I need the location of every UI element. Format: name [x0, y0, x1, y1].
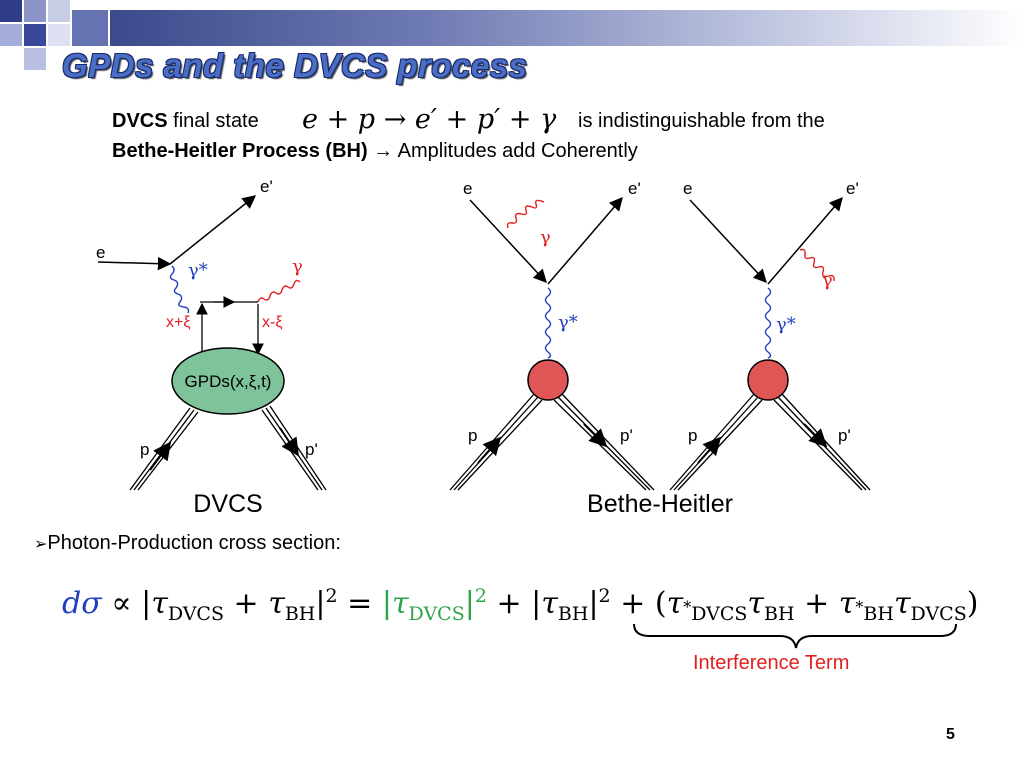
bh-diagram-1: e e' γ γ* p p'	[449, 179, 655, 491]
svg-text:p: p	[688, 426, 697, 445]
svg-text:γ*: γ*	[558, 312, 578, 333]
dvcs-gamma-star-label: γ*	[188, 260, 208, 281]
eq-arrow: →	[383, 104, 407, 135]
final-state-label: final state	[167, 110, 259, 132]
bh-label: Bethe-Heitler Process (BH)	[112, 140, 368, 162]
slide-title: GPDs and the DVCS process	[62, 47, 528, 84]
coherent-text: → Amplitudes add Coherently	[367, 140, 638, 162]
eq-gamma: γ	[540, 104, 557, 135]
bh2-vertex	[747, 359, 789, 401]
gpd-blob	[171, 347, 285, 415]
dvcs-p-prime-label: p'	[305, 440, 318, 459]
proportional-symbol: ∝	[111, 586, 132, 621]
eq-p: p	[357, 104, 376, 135]
bullet-arrow-icon: ➢	[34, 534, 48, 553]
dvcs-label: DVCS	[112, 110, 168, 132]
page-number: 5	[946, 726, 955, 743]
svg-text:p': p'	[620, 426, 633, 445]
svg-text:γ: γ	[822, 270, 833, 291]
x-minus-xi-label: x-ξ	[262, 314, 283, 331]
eq-e-prime: e′	[414, 104, 438, 135]
svg-text:e: e	[463, 179, 472, 198]
dvcs-e-out-line	[169, 195, 257, 265]
d-sigma: dσ	[62, 586, 102, 621]
feynman-diagrams: e e' γ* γ x+ξ x-ξ GPDs(x,ξ,t) p p' DVCS …	[96, 177, 871, 518]
cross-section-label: Photon-Production cross section:	[47, 532, 341, 554]
cross-section-equation: dσ ∝ |τDVCS + τBH|2 = |τDVCS|2 + |τBH|2 …	[62, 585, 979, 625]
intro-line-1: DVCS final state	[112, 110, 259, 133]
svg-text:e: e	[683, 179, 692, 198]
dvcs-squared-term: |τDVCS|2	[381, 585, 487, 625]
dvcs-virtual-photon	[169, 265, 190, 314]
dvcs-diagram: e e' γ* γ x+ξ x-ξ GPDs(x,ξ,t) p p' DVCS	[96, 177, 327, 518]
svg-text:e': e'	[846, 179, 859, 198]
eq-p-prime: p′	[476, 104, 501, 135]
cross-section-label-row: ➢Photon-Production cross section:	[34, 532, 341, 555]
eq-plus-3: +	[508, 104, 532, 135]
final-state-equation: e + p → e′ + p′ + γ	[302, 104, 556, 135]
bh-caption: Bethe-Heitler	[587, 490, 733, 518]
svg-text:p: p	[468, 426, 477, 445]
svg-text:γ: γ	[540, 227, 551, 248]
svg-text:e': e'	[628, 179, 641, 198]
eq-e: e	[302, 104, 318, 135]
intro-line-2: Bethe-Heitler Process (BH) → Amplitudes …	[112, 140, 638, 163]
gpd-blob-label: GPDs(x,ξ,t)	[185, 372, 272, 391]
x-plus-xi-label: x+ξ	[166, 314, 191, 331]
header-gradient-bar	[110, 10, 1024, 46]
interference-underbrace	[633, 623, 957, 649]
bh-diagram-2: e e' γ γ* p p'	[669, 179, 871, 491]
eq-plus-2: +	[445, 104, 469, 135]
bh1-vertex	[527, 359, 569, 401]
dvcs-gamma-label: γ	[292, 256, 303, 277]
svg-text:p': p'	[838, 426, 851, 445]
svg-text:γ*: γ*	[776, 314, 796, 335]
dvcs-p-label: p	[140, 440, 149, 459]
interference-term-label: Interference Term	[693, 652, 850, 674]
eq-plus: +	[326, 104, 350, 135]
dvcs-e-label: e	[96, 243, 105, 262]
dvcs-e-in-line	[97, 256, 172, 271]
dvcs-real-photon	[257, 279, 301, 303]
dvcs-caption: DVCS	[193, 490, 262, 518]
dvcs-e-prime-label: e'	[260, 177, 273, 196]
indistinguishable-text: is indistinguishable from the	[578, 110, 825, 132]
